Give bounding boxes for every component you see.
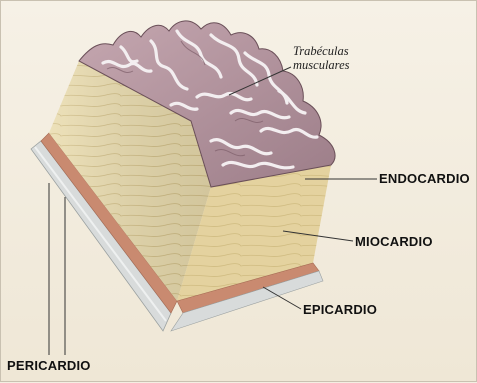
label-trabeculas-line1: Trabéculas bbox=[293, 44, 349, 58]
label-trabeculas-musculares: Trabéculas musculares bbox=[293, 44, 349, 72]
label-miocardio: MIOCARDIO bbox=[355, 234, 433, 249]
label-pericardio: PERICARDIO bbox=[7, 358, 91, 373]
label-epicardio: EPICARDIO bbox=[303, 302, 377, 317]
label-endocardio: ENDOCARDIO bbox=[379, 171, 470, 186]
label-trabeculas-line2: musculares bbox=[293, 58, 349, 72]
